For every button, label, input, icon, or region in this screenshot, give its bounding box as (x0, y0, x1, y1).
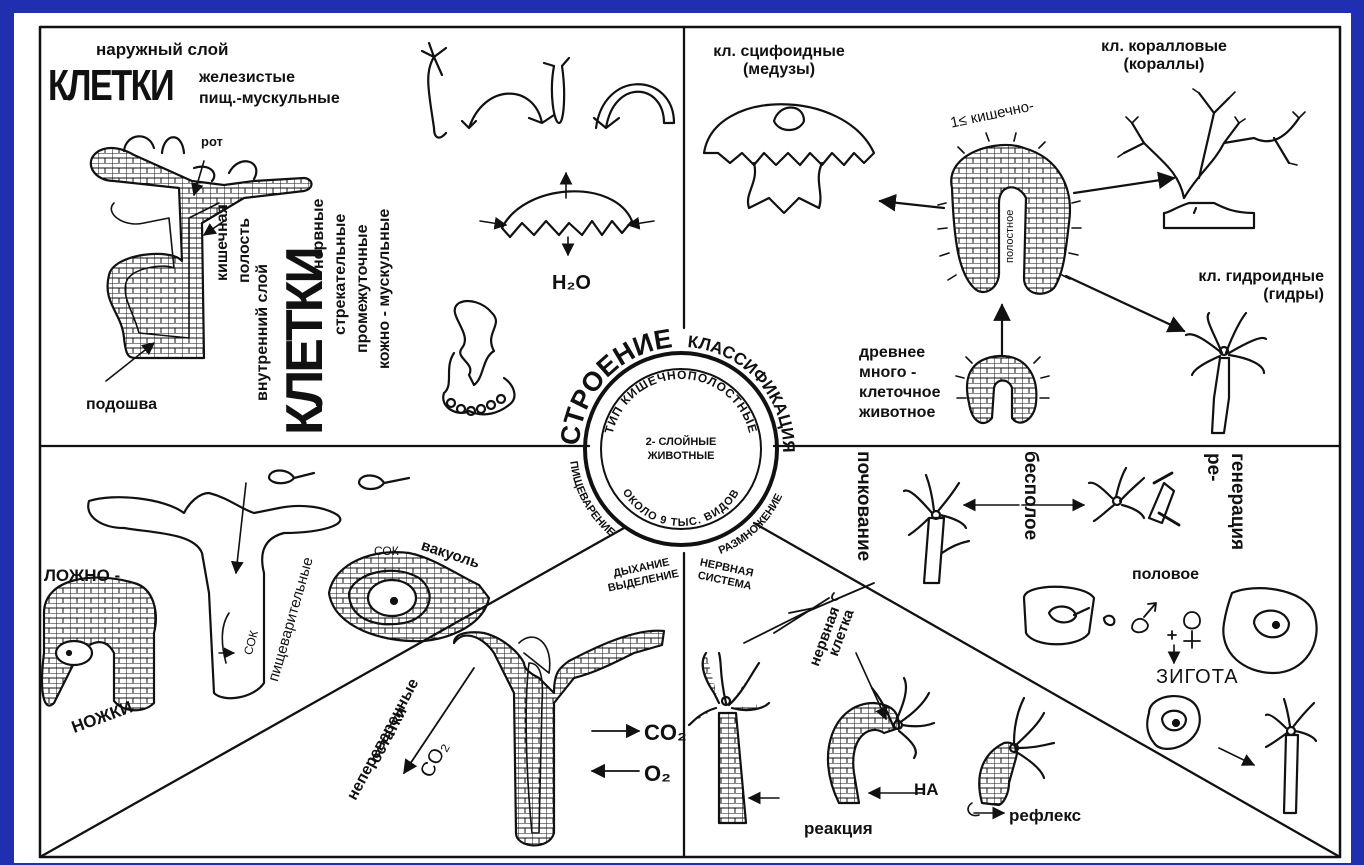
young-hydra (1266, 699, 1316, 813)
reflex-label: рефлекс (1009, 806, 1081, 825)
irritant-label: НА (914, 780, 939, 799)
inner-layer-label: внутренний слой (254, 264, 272, 401)
nervous-section-drawing (689, 583, 1054, 823)
medusa-jet-drawing (502, 191, 632, 237)
regeneration-label-1: ре- (1203, 453, 1224, 482)
hydroid-polyp (1186, 313, 1266, 433)
species-count: ОКОЛО 9 ТЫС. ВИДОВ (620, 487, 742, 529)
mouth-label: рот (201, 135, 223, 150)
cells-heading-1: КЛЕТКИ (48, 61, 173, 110)
glandular-label: железистые (199, 69, 295, 87)
outer-layer-label: наружный слой (96, 40, 228, 59)
two-layer-line-1: 2- СЛОЙНЫЕ (646, 435, 717, 448)
water-label: H₂O (552, 272, 591, 294)
reaction-label: реакция (804, 819, 873, 838)
ancient-line-1: древнее (859, 343, 940, 363)
nervous-cells-label: нервные (310, 199, 328, 269)
scyphoid-class-name: кл. сцифоидные (704, 43, 854, 61)
hydra-gas-exchange (454, 631, 664, 846)
coral-class-label: кл. коралловые (кораллы) (1094, 38, 1234, 74)
ancient-animal-label: древнее много - клеточное животное (859, 343, 940, 423)
hydra-nerve-net-2 (828, 703, 899, 803)
coral-class-name: кл. коралловые (1094, 38, 1234, 56)
egg-producing-cell (1223, 588, 1316, 673)
ancient-line-4: животное (859, 403, 940, 423)
digestion-label: ПИЩЕВАРЕНИЕ (567, 460, 617, 539)
stinging-cells-label: стрекательные (332, 214, 350, 335)
phylum-name: ТИП КИШЕЧНОПОЛОСТНЫЕ (602, 368, 760, 435)
center-circle-inner (601, 369, 761, 529)
hydra-movement-drawing (422, 43, 674, 138)
ancient-line-3: клеточное (859, 383, 940, 403)
ancient-multicellular-animal (967, 356, 1036, 423)
zygote-label: ЗИГОТА (1156, 666, 1239, 688)
o2-in-label: O₂ (644, 761, 671, 786)
hydroid-class-name: кл. гидроидные (1174, 268, 1324, 286)
regeneration-label-2: генерация (1227, 453, 1248, 550)
asexual-label: бесполое (1020, 451, 1041, 540)
pseudopod-label-1: ЛОЖНО - (44, 566, 120, 585)
diagram-sheet: СТРОЕНИЕ КЛАССИФИКАЦИЯ ТИП КИШЕЧНОПОЛОСТ… (14, 13, 1351, 863)
coral-colony (1124, 93, 1299, 228)
budding-label: почкование (853, 451, 874, 561)
two-layer-line-2: ЖИВОТНЫЕ (647, 450, 715, 462)
ancestor-mid-label: полостное (1004, 210, 1016, 263)
intermediate-cells-label: промежуточные (354, 225, 372, 353)
classification-label: КЛАССИФИКАЦИЯ (687, 332, 798, 453)
hydroid-class-label: кл. гидроидные (гидры) (1174, 268, 1324, 304)
sole-label: подошва (86, 396, 157, 414)
co2-out-label: CO₂ (644, 720, 687, 745)
sexual-label: половое (1132, 566, 1199, 584)
digestive-muscular-label: пищ.-мускульные (199, 90, 340, 108)
ancient-line-2: много - (859, 363, 940, 383)
sperm-producing-cell (1024, 587, 1094, 645)
cells-heading-2: КЛЕТКИ (276, 249, 334, 435)
pseudopod-drawing (42, 578, 156, 711)
budding-hydra (904, 475, 969, 583)
scyphoid-class-example: (медузы) (704, 61, 854, 79)
scyphoid-medusa (704, 104, 874, 213)
reproduction-section-drawing (904, 468, 1317, 813)
hydroid-class-example: (гидры) (1174, 286, 1324, 304)
juice-label-2: СОК (374, 545, 399, 558)
skin-muscular-cells-label: кожно - мускульные (376, 209, 394, 369)
scyphoid-class-label: кл. сцифоидные (медузы) (704, 43, 854, 79)
gut-cavity-label-2: полость (236, 218, 254, 283)
gut-cavity-label-1: кишечная (214, 204, 232, 281)
coral-class-example: (кораллы) (1094, 56, 1234, 74)
